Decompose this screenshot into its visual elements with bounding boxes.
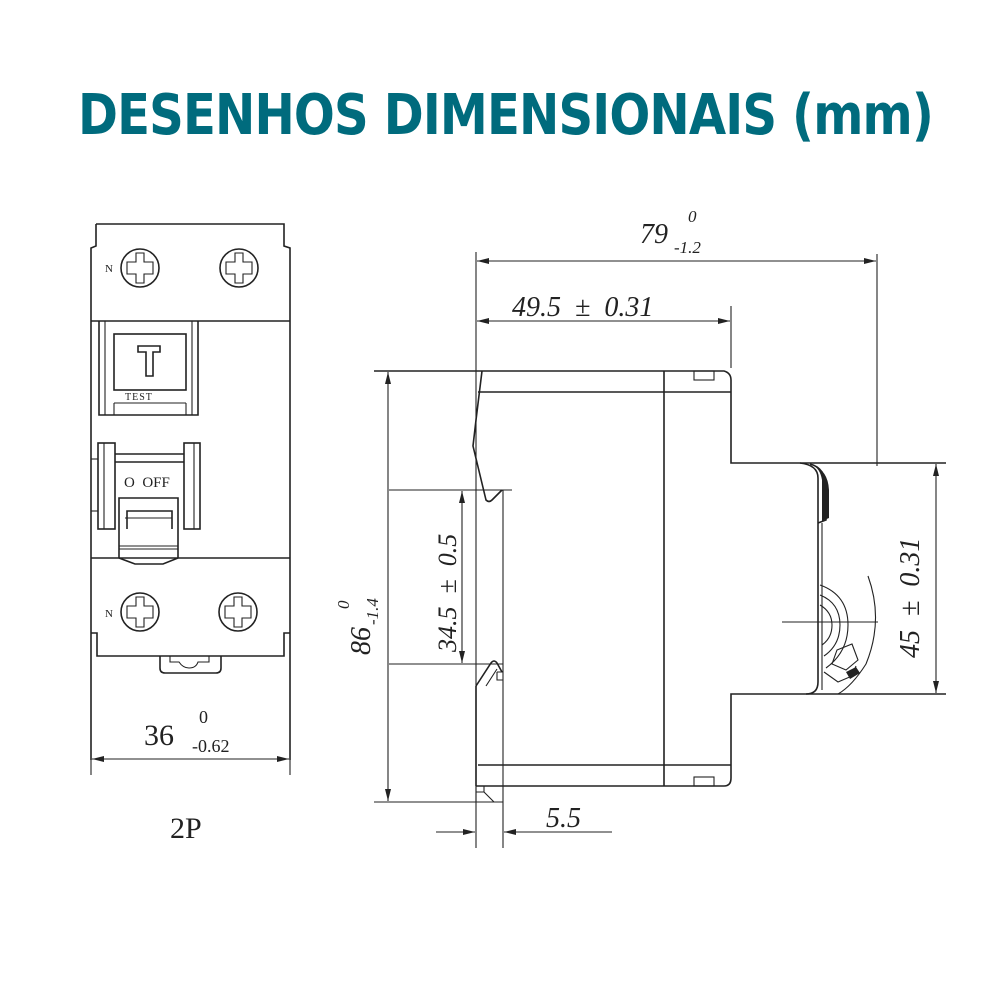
front-depth-dimension: 49.5 ± 0.31 bbox=[512, 292, 653, 323]
page-title: DESENHOS DIMENSIONAIS (mm) bbox=[78, 83, 934, 148]
height-dimension: 86 bbox=[346, 627, 377, 655]
switch-off-label: O OFF bbox=[124, 475, 170, 491]
test-button bbox=[113, 333, 187, 391]
height-lower-tolerance: -1.4 bbox=[363, 598, 382, 625]
terminal-screw-icon bbox=[219, 248, 259, 288]
depth-upper-tolerance: 0 bbox=[688, 207, 697, 226]
height-upper-tolerance: 0 bbox=[334, 600, 353, 609]
terminal-screw-icon bbox=[218, 592, 258, 632]
depth-dimension: 79 bbox=[640, 219, 668, 250]
width-dimension: 36 bbox=[144, 719, 174, 752]
side-view: 79 0 -1.2 49.5 ± 0.31 86 0 -1.4 34.5 ± 0… bbox=[334, 207, 946, 848]
front-view: N TEST O OFF bbox=[90, 223, 291, 845]
rail-opening-dimension: 34.5 ± 0.5 bbox=[433, 534, 462, 653]
width-lower-tolerance: -0.62 bbox=[192, 736, 230, 756]
terminal-screw-icon bbox=[120, 248, 160, 288]
front-height-dimension: 45 ± 0.31 bbox=[895, 538, 926, 658]
pole-label: 2P bbox=[170, 812, 202, 845]
depth-lower-tolerance: -1.2 bbox=[674, 238, 701, 257]
switch-lever bbox=[91, 442, 201, 565]
test-label: TEST bbox=[125, 392, 153, 403]
terminal-screw-icon bbox=[120, 592, 160, 632]
terminal-label-n: N bbox=[105, 263, 113, 275]
rail-offset-dimension: 5.5 bbox=[546, 803, 581, 834]
terminal-label-n-bottom: N bbox=[105, 608, 113, 620]
test-t-icon bbox=[137, 345, 161, 377]
width-upper-tolerance: 0 bbox=[199, 707, 208, 727]
